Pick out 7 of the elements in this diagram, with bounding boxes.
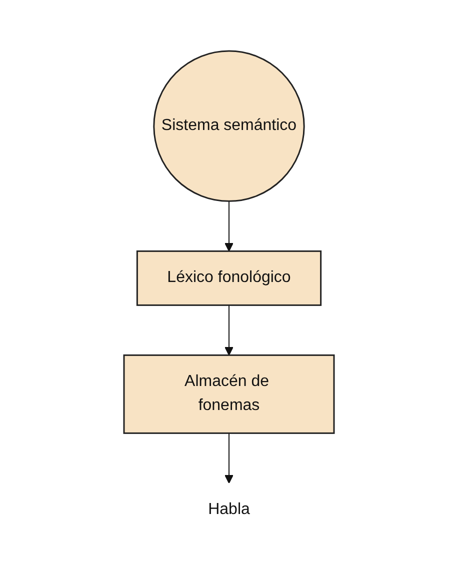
arrow <box>224 200 233 252</box>
node-circle: Sistema semántico <box>152 50 304 202</box>
arrow <box>224 304 233 356</box>
node-text: Habla <box>208 501 250 518</box>
node-box: Léxico fonológico <box>136 250 322 306</box>
node-box: Almacén de fonemas <box>122 354 334 434</box>
arrow <box>224 432 233 484</box>
